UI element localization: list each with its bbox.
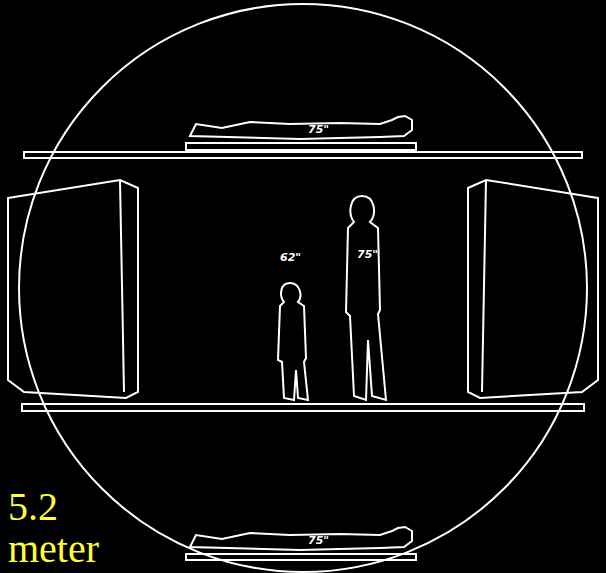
lying-person xyxy=(190,116,412,139)
standing-person xyxy=(346,196,386,400)
lying-person xyxy=(190,527,412,550)
equipment-rack xyxy=(468,180,598,398)
height-label: 75" xyxy=(308,124,329,135)
equipment-rack xyxy=(8,180,138,398)
upper-deck xyxy=(24,152,582,158)
height-label: 75" xyxy=(357,249,378,260)
equipment-rack xyxy=(120,180,124,392)
height-label: 75" xyxy=(308,535,329,546)
height-label: 62" xyxy=(280,252,301,263)
hull-circle xyxy=(19,4,587,572)
equipment-rack xyxy=(482,180,486,392)
bunk xyxy=(186,554,416,560)
lower-deck xyxy=(22,404,584,411)
bunk xyxy=(186,143,416,150)
standing-person xyxy=(278,283,308,400)
diameter-label: 5.2 meter xyxy=(8,486,108,570)
